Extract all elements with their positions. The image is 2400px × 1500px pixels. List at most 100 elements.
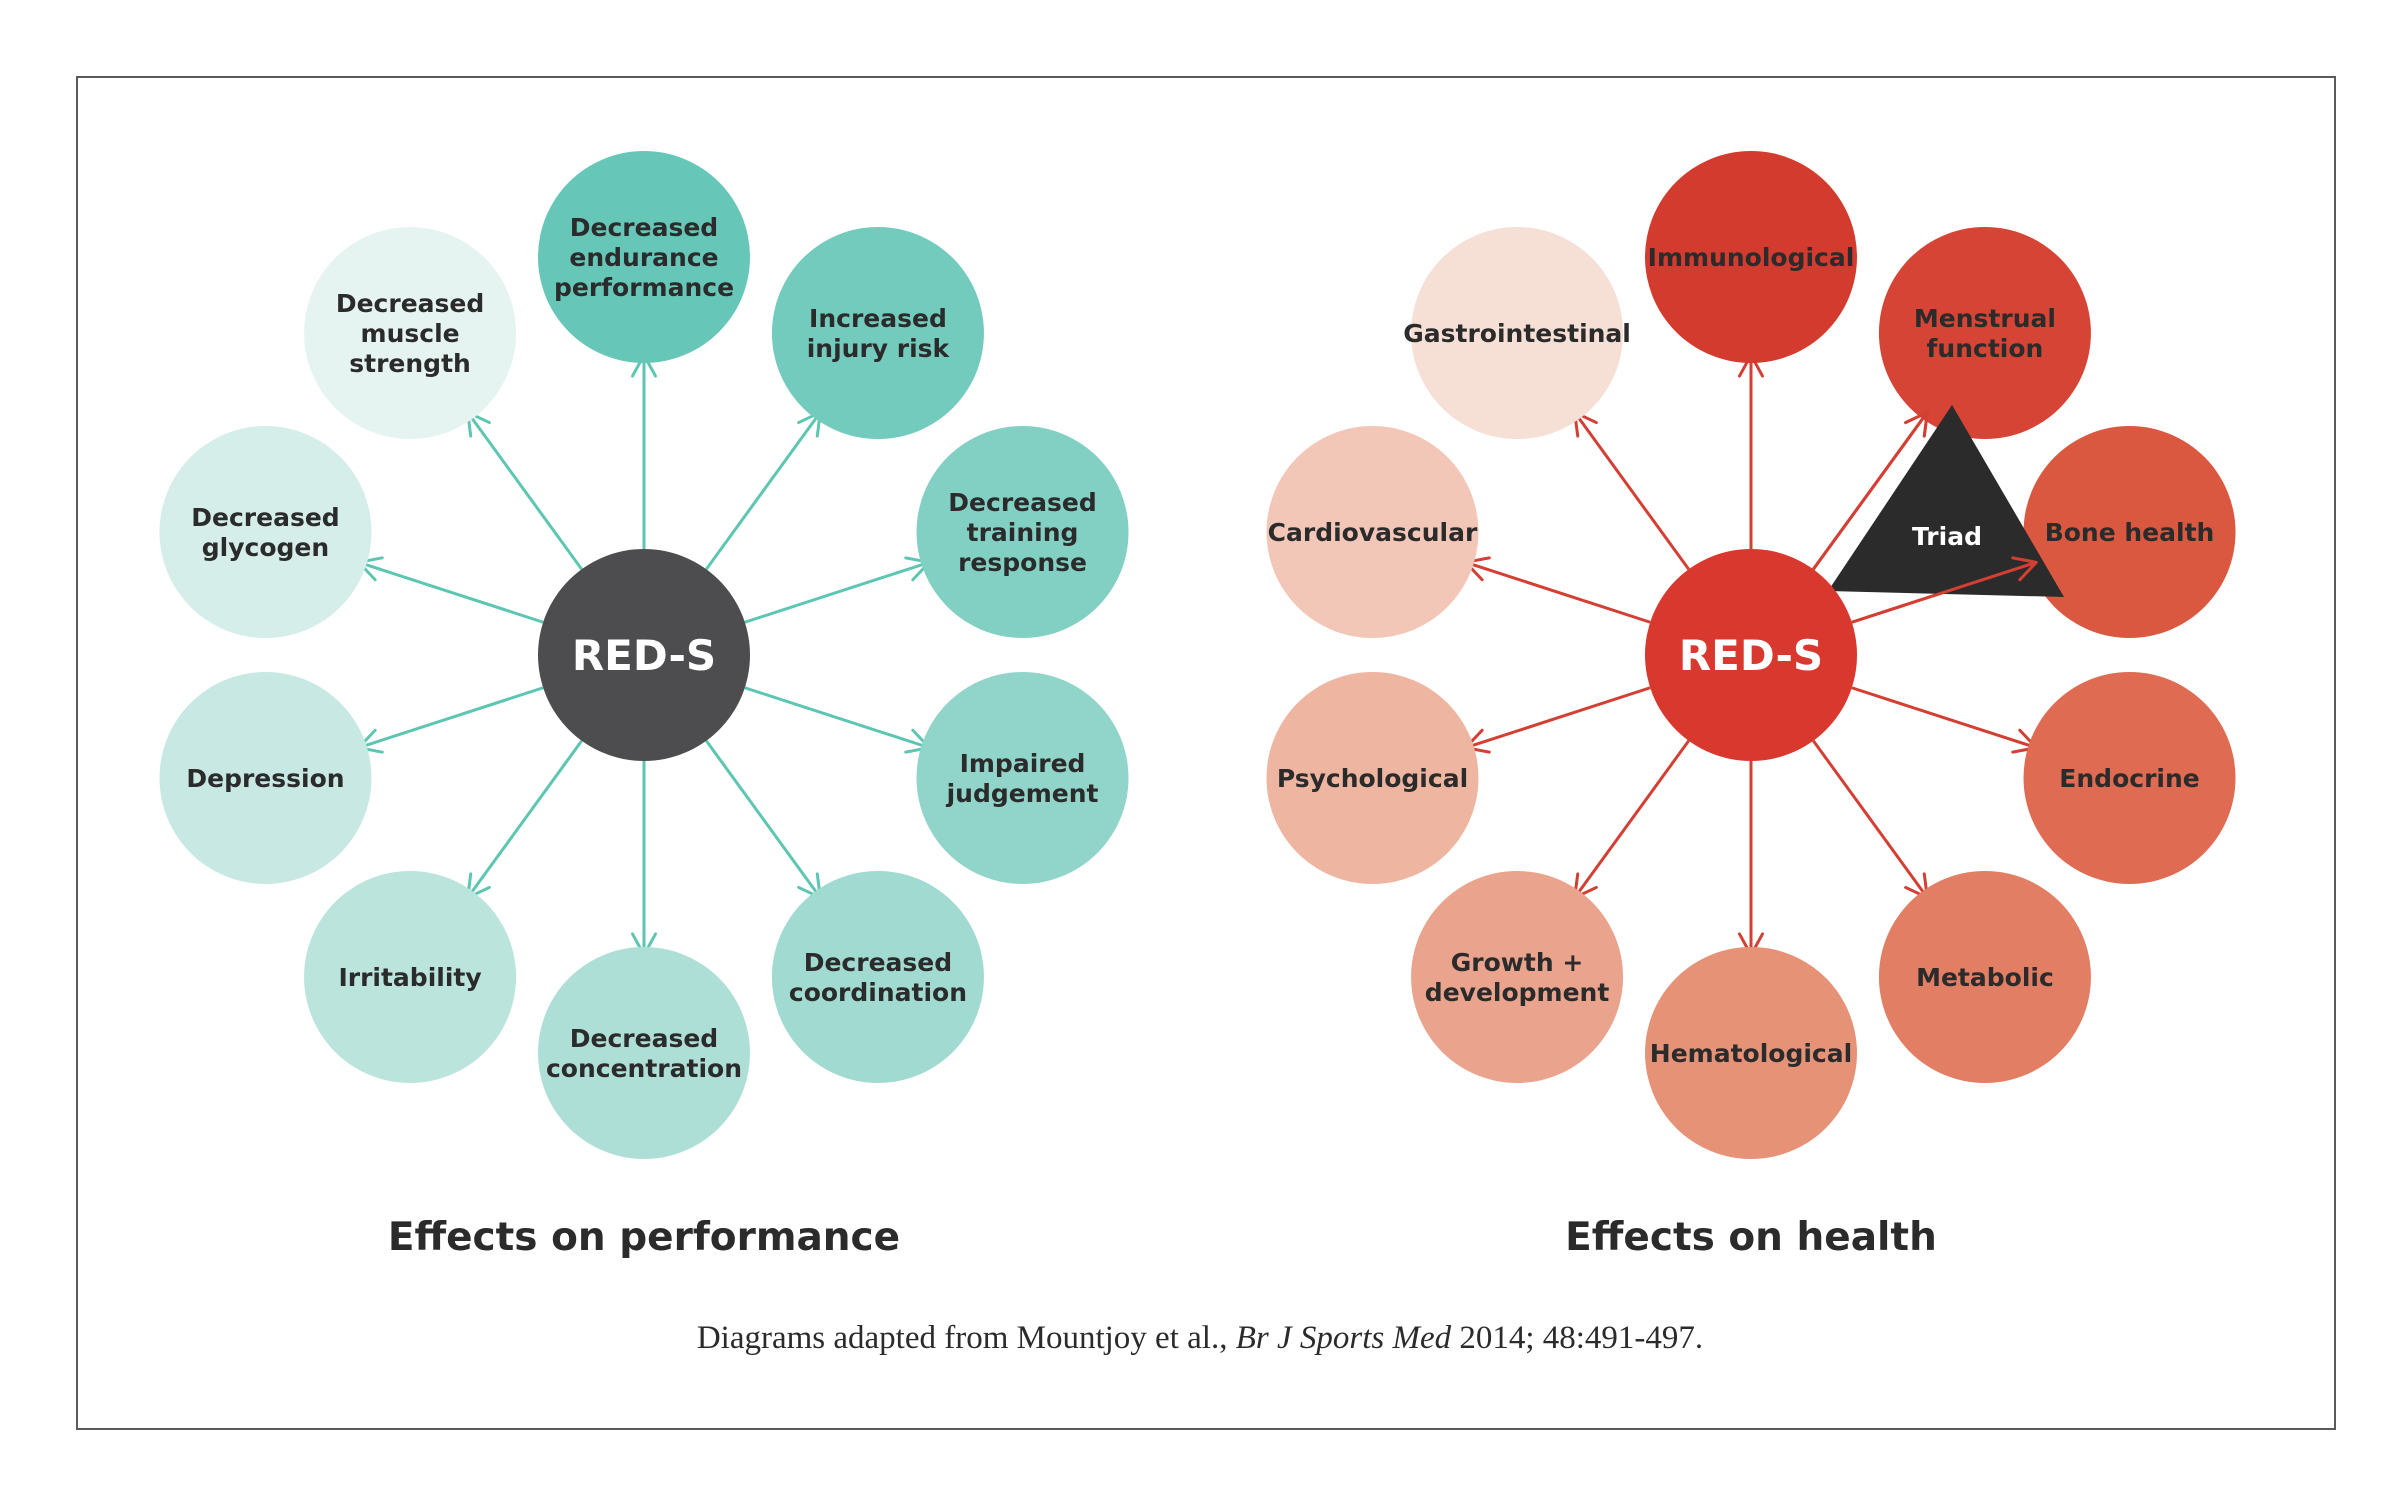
node-metabolic: Metabolic bbox=[1878, 870, 2091, 1083]
node-decreased-training-response-label-line: response bbox=[958, 548, 1087, 577]
arrow-gastrointestinal bbox=[1573, 410, 1690, 571]
health-title: Effects on health bbox=[1565, 1215, 1937, 1260]
node-bone-health-label: Bone health bbox=[2045, 518, 2215, 547]
node-endocrine: Endocrine bbox=[2023, 671, 2236, 884]
arrow-decreased-training-response bbox=[744, 556, 931, 624]
node-growth-development-label-line: development bbox=[1425, 978, 1610, 1007]
triad-triangle bbox=[1828, 405, 2064, 597]
node-decreased-concentration-circle bbox=[538, 947, 750, 1159]
node-metabolic-circle bbox=[1878, 870, 2091, 1083]
node-cardiovascular: Cardiovascular bbox=[1266, 426, 1479, 639]
node-psychological-label: Psychological bbox=[1277, 764, 1468, 793]
node-endocrine-label-line: Endocrine bbox=[2059, 764, 2199, 793]
arrow-metabolic bbox=[1812, 739, 1929, 900]
node-menstrual-function-label-line: function bbox=[1927, 334, 2044, 363]
node-decreased-muscle-strength-label-line: strength bbox=[349, 349, 471, 378]
node-decreased-training-response-label-line: training bbox=[967, 518, 1079, 547]
triad-arrow-bone bbox=[1851, 556, 2038, 624]
node-psychological-label-line: Psychological bbox=[1277, 764, 1468, 793]
arrow-irritability bbox=[466, 739, 583, 900]
node-gastrointestinal-circle bbox=[1411, 227, 1624, 440]
health-center-label: RED-S bbox=[1679, 631, 1823, 680]
node-decreased-training-response-label-line: Decreased bbox=[948, 488, 1096, 517]
node-bone-health-label-line: Bone health bbox=[2045, 518, 2215, 547]
node-cardiovascular-label-line: Cardiovascular bbox=[1268, 518, 1478, 547]
arrow-decreased-coordination bbox=[705, 739, 822, 900]
node-depression: Depression bbox=[159, 671, 372, 884]
node-decreased-glycogen-label-line: glycogen bbox=[202, 533, 329, 562]
node-increased-injury-risk-label-line: Increased bbox=[809, 304, 947, 333]
node-psychological-circle bbox=[1266, 671, 1479, 884]
node-decreased-endurance-performance-label-line: performance bbox=[554, 273, 734, 302]
node-depression-label-line: Depression bbox=[186, 764, 344, 793]
node-hematological-label-line: Hematological bbox=[1650, 1039, 1852, 1068]
node-irritability-label-line: Irritability bbox=[338, 963, 481, 992]
node-psychological: Psychological bbox=[1266, 671, 1479, 884]
health-center-circle bbox=[1645, 549, 1857, 761]
node-gastrointestinal-label: Gastrointestinal bbox=[1403, 319, 1631, 348]
performance-center-label: RED-S bbox=[572, 631, 716, 680]
node-menstrual-function-label-line: Menstrual bbox=[1914, 304, 2056, 333]
arrow-psychological bbox=[1464, 686, 1651, 754]
node-decreased-muscle-strength-label-line: Decreased bbox=[336, 289, 484, 318]
triad-label: Triad bbox=[1912, 522, 1982, 551]
arrow-cardiovascular bbox=[1464, 556, 1651, 624]
node-impaired-judgement-label-line: Impaired bbox=[960, 749, 1086, 778]
node-irritability-label: Irritability bbox=[338, 963, 481, 992]
node-endocrine-label: Endocrine bbox=[2059, 764, 2199, 793]
arrow-decreased-endurance-performance bbox=[630, 353, 658, 549]
arrow-immunological bbox=[1737, 353, 1765, 549]
node-decreased-muscle-strength-circle bbox=[304, 227, 517, 440]
node-bone-health: Bone health bbox=[2023, 426, 2236, 639]
citation-suffix: 2014; 48:491-497. bbox=[1451, 1320, 1704, 1356]
node-decreased-coordination-circle bbox=[771, 870, 984, 1083]
performance-center-node: RED-S bbox=[538, 549, 750, 761]
node-gastrointestinal: Gastrointestinal bbox=[1403, 227, 1631, 440]
node-impaired-judgement-label-line: judgement bbox=[946, 779, 1099, 808]
node-growth-development: Growth +development bbox=[1411, 870, 1624, 1083]
node-endocrine-circle bbox=[2023, 671, 2236, 884]
node-hematological: Hematological bbox=[1645, 947, 1857, 1159]
node-growth-development-circle bbox=[1411, 870, 1624, 1083]
node-decreased-concentration-label-line: Decreased bbox=[570, 1024, 718, 1053]
node-immunological-circle bbox=[1645, 151, 1857, 363]
node-menstrual-function-circle bbox=[1878, 227, 2091, 440]
triad-arrow-menstrual bbox=[1812, 410, 1929, 571]
node-immunological-label-line: Immunological bbox=[1648, 243, 1855, 272]
triad: Triad bbox=[1812, 405, 2064, 624]
node-increased-injury-risk-label-line: injury risk bbox=[807, 334, 951, 363]
node-decreased-training-response-circle bbox=[916, 426, 1129, 639]
node-decreased-muscle-strength-label-line: muscle bbox=[361, 319, 460, 348]
arrow-hematological bbox=[1737, 761, 1765, 957]
node-decreased-glycogen-label-line: Decreased bbox=[191, 503, 339, 532]
citation-journal: Br J Sports Med bbox=[1235, 1320, 1452, 1356]
node-growth-development-label-line: Growth + bbox=[1451, 948, 1584, 977]
node-increased-injury-risk-circle bbox=[771, 227, 984, 440]
arrow-decreased-glycogen bbox=[357, 556, 544, 624]
node-decreased-endurance-performance-circle bbox=[538, 151, 750, 363]
node-decreased-coordination-label-line: coordination bbox=[789, 978, 967, 1007]
node-bone-health-circle bbox=[2023, 426, 2236, 639]
arrow-endocrine bbox=[1851, 686, 2038, 754]
arrow-decreased-muscle-strength bbox=[466, 410, 583, 571]
performance-title: Effects on performance bbox=[387, 1215, 901, 1260]
arrow-decreased-concentration bbox=[630, 761, 658, 957]
node-hematological-circle bbox=[1645, 947, 1857, 1159]
node-hematological-label: Hematological bbox=[1650, 1039, 1852, 1068]
